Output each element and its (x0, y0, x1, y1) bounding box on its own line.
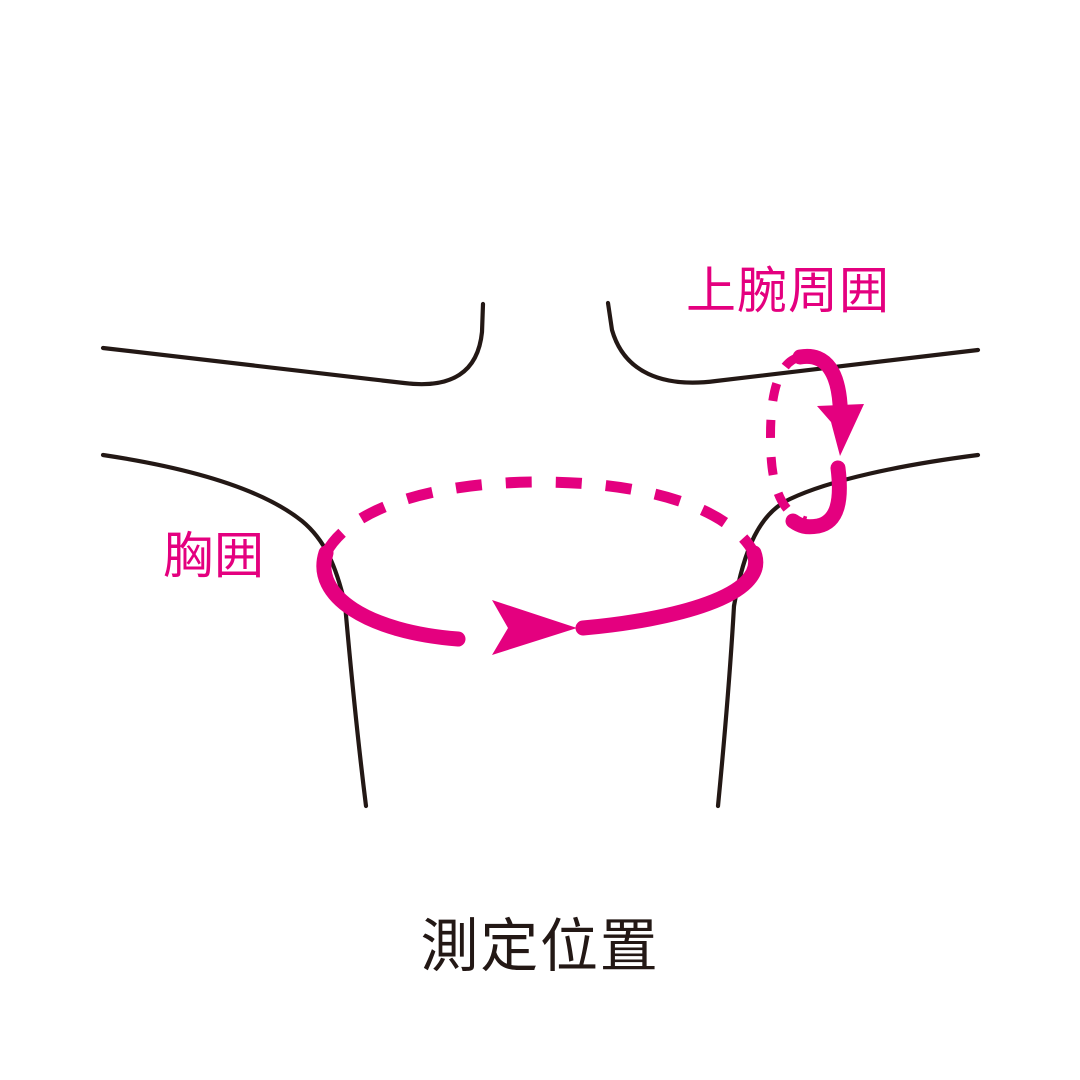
label-upper-arm-circumference: 上腕周囲 (686, 263, 890, 319)
arm-loop-solid-front-lower (785, 460, 847, 535)
chest-loop-dashed-back (321, 476, 759, 556)
right-arm-upper-outline (605, 300, 981, 385)
arm-loop-solid-front-upper (792, 348, 849, 425)
upper-arm-circumference-loop (766, 348, 864, 535)
label-chest-circumference: 胸囲 (163, 528, 265, 584)
arm-loop-arrow-down-icon (817, 404, 864, 456)
right-arm-lower-outline (731, 452, 981, 609)
chest-circumference-loop (316, 476, 764, 655)
chest-loop-solid-front-left (316, 545, 466, 647)
chest-loop-arrow-right-icon (492, 600, 577, 655)
chest-loop-solid-front-right (575, 545, 764, 636)
figure-caption: 測定位置 (420, 914, 660, 979)
left-torso-side (342, 601, 369, 809)
left-arm-lower-outline (100, 452, 348, 607)
left-arm-upper-outline (100, 301, 486, 387)
body-outline-group (100, 300, 981, 809)
right-torso-side (715, 603, 737, 809)
